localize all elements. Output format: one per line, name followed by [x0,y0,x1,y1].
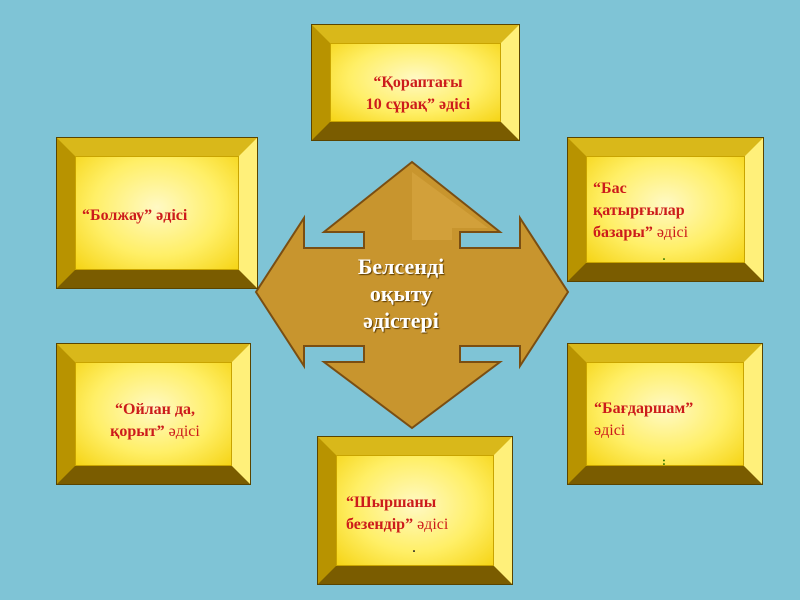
four-way-arrow-shape [254,160,570,430]
box-top-line1: “Қораптағы [373,74,463,91]
center-title-line1: Белсенді [357,254,445,279]
box-top [312,25,519,140]
box-left-bottom-label: “Ойлан да, қорыт” әдісі [100,399,210,443]
center-title-line3: әдістері [363,308,439,333]
box-right-top-line2: қатырғылар [593,202,685,219]
box-bottom-line2b: әдісі [413,516,449,533]
box-right-top-dot: · [662,252,667,266]
box-top-label: “Қораптағы 10 сұрақ” әдісі [348,72,488,116]
box-right-bottom-line2: әдісі [594,422,626,439]
center-title: Белсенді оқыту әдістері [340,253,462,334]
box-left-bottom [57,344,250,484]
box-bottom-label: “Шыршаны безендір” әдісі [346,492,448,536]
box-bottom-line2a: безендір” [346,516,414,533]
box-bottom-line1: “Шыршаны [346,494,437,511]
box-right-bottom-label: “Бағдаршам” әдісі [594,398,693,442]
box-left-bottom-line2a: қорыт” [110,423,165,440]
box-right-top [568,138,763,281]
box-left-top-label: “Болжау” әдісі [82,205,187,227]
box-right-top-label: “Бас қатырғылар базары” әдісі [593,178,688,244]
box-left-top [57,138,257,288]
box-top-line2: 10 сұрақ” әдісі [365,96,471,113]
box-left-bottom-line2b: әдісі [164,423,200,440]
box-right-bottom-line1: “Бағдаршам” [594,400,694,417]
box-right-bottom [568,344,762,484]
box-bottom [318,437,512,584]
box-right-top-line1: “Бас [593,180,627,197]
center-title-line2: оқыту [369,281,433,306]
box-right-bottom-dot: : [662,454,666,468]
box-right-top-line3a: базары” [593,224,653,241]
box-left-top-line1: “Болжау” әдісі [82,207,188,224]
box-left-bottom-line1: “Ойлан да, [115,401,195,418]
box-bottom-dot: · [412,544,417,558]
box-right-top-line3b: әдісі [652,224,689,241]
